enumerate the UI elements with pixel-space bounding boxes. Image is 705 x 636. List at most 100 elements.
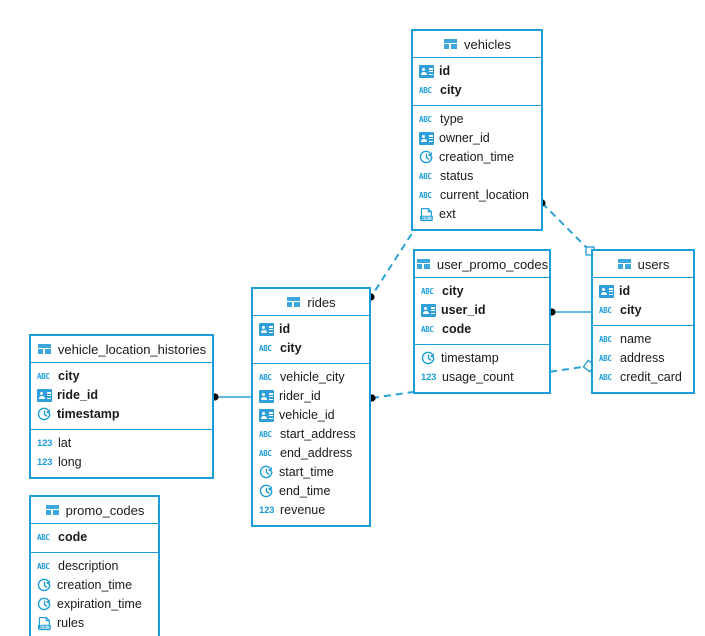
primary-key-field[interactable]: id	[253, 320, 369, 339]
primary-key-field[interactable]: id	[593, 282, 693, 301]
table-grid-icon	[415, 256, 431, 272]
id-card-icon	[419, 131, 434, 146]
123-number-icon: 123	[421, 372, 437, 383]
abc-string-icon: ABC	[421, 287, 434, 296]
table-header-user_promo_codes[interactable]: user_promo_codes	[415, 251, 549, 278]
column-field[interactable]: timestamp	[415, 349, 549, 368]
field-label: address	[620, 351, 665, 366]
column-field[interactable]: 123 usage_count	[415, 368, 549, 387]
field-label: id	[279, 322, 291, 337]
clock-timestamp-icon	[37, 578, 52, 593]
id-card-icon	[421, 303, 436, 318]
field-label: id	[439, 64, 451, 79]
column-field[interactable]: rider_id	[253, 387, 369, 406]
123-number-icon: 123	[37, 438, 53, 449]
column-field[interactable]: vehicle_id	[253, 406, 369, 425]
primary-key-field[interactable]: timestamp	[31, 405, 212, 424]
clock-timestamp-icon	[259, 484, 274, 499]
table-header-vehicle_location_histories[interactable]: vehicle_location_histories	[31, 336, 212, 363]
id-card-icon	[599, 284, 614, 299]
table-title: users	[637, 256, 670, 272]
table-header-rides[interactable]: rides	[253, 289, 369, 316]
table-header-promo_codes[interactable]: promo_codes	[31, 497, 158, 524]
field-label: code	[442, 322, 472, 337]
column-field[interactable]: ABC type	[413, 110, 541, 129]
column-field[interactable]: 123 long	[31, 453, 212, 472]
relation-user_promo_codes-users[interactable]	[548, 308, 591, 316]
field-label: city	[440, 83, 462, 98]
field-label: description	[58, 559, 119, 574]
field-label: city	[280, 341, 302, 356]
field-label: timestamp	[57, 407, 120, 422]
column-field[interactable]: ABC address	[593, 349, 693, 368]
field-label: usage_count	[442, 370, 514, 385]
relation-vehicle_location_histories-rides[interactable]	[211, 393, 251, 401]
table-grid-icon	[286, 294, 302, 310]
clock-timestamp-icon	[259, 465, 274, 480]
json-document-icon: JSON	[37, 616, 52, 631]
id-card-icon	[259, 322, 274, 337]
relation-vehicles-users[interactable]	[538, 199, 595, 256]
primary-key-field[interactable]: id	[413, 62, 541, 81]
column-field[interactable]: start_time	[253, 463, 369, 482]
field-label: vehicle_id	[279, 408, 335, 423]
column-field[interactable]: creation_time	[413, 148, 541, 167]
column-field[interactable]: ABC vehicle_city	[253, 368, 369, 387]
field-label: vehicle_city	[280, 370, 345, 385]
abc-string-icon: ABC	[259, 373, 272, 382]
abc-string-icon: ABC	[599, 354, 612, 363]
abc-string-icon: ABC	[419, 172, 432, 181]
json-document-icon: JSON	[419, 207, 434, 222]
column-field[interactable]: expiration_time	[31, 595, 158, 614]
table-title: vehicles	[464, 36, 511, 52]
table-header-users[interactable]: users	[593, 251, 693, 278]
abc-string-icon: ABC	[419, 191, 432, 200]
field-label: city	[442, 284, 464, 299]
column-field[interactable]: owner_id	[413, 129, 541, 148]
column-field[interactable]: ABC description	[31, 557, 158, 576]
id-card-icon	[419, 64, 434, 79]
field-label: type	[440, 112, 464, 127]
svg-text:JSON: JSON	[421, 216, 432, 222]
123-number-icon: 123	[37, 457, 53, 468]
primary-key-field[interactable]: ride_id	[31, 386, 212, 405]
primary-key-field[interactable]: user_id	[415, 301, 549, 320]
column-field[interactable]: creation_time	[31, 576, 158, 595]
abc-string-icon: ABC	[419, 115, 432, 124]
field-label: rider_id	[279, 389, 321, 404]
column-field[interactable]: end_time	[253, 482, 369, 501]
abc-string-icon: ABC	[37, 562, 50, 571]
primary-key-field[interactable]: ABC city	[415, 282, 549, 301]
table-header-vehicles[interactable]: vehicles	[413, 31, 541, 58]
field-label: long	[58, 455, 82, 470]
field-label: code	[58, 530, 88, 545]
